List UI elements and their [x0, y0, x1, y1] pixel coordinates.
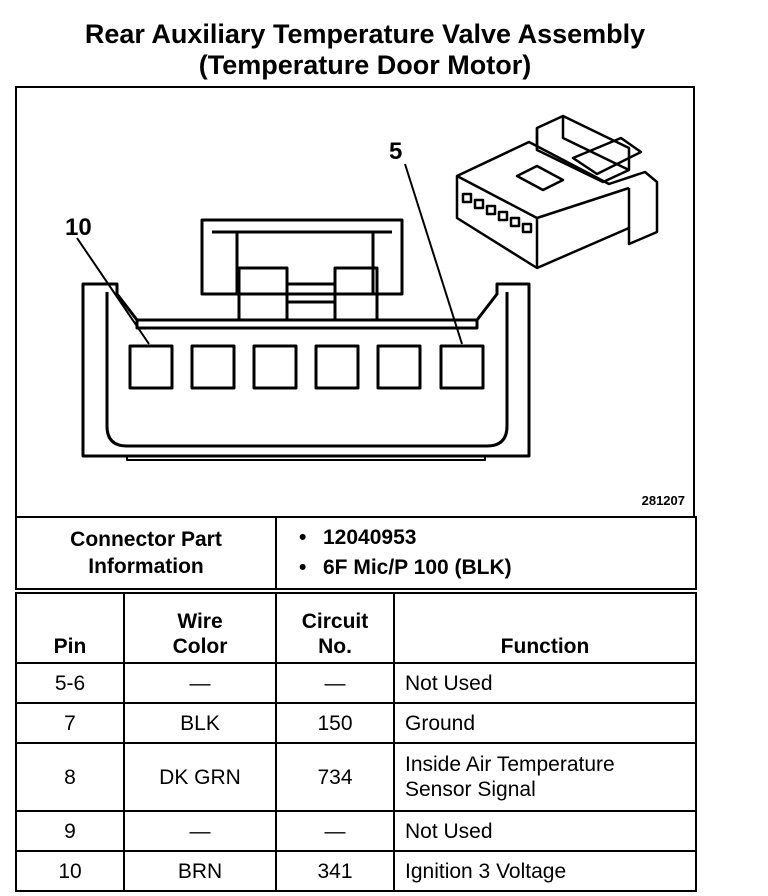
- header-circuit: Circuit No.: [275, 592, 395, 664]
- pin-cavity-6: [376, 344, 422, 390]
- connector-body: [81, 282, 531, 458]
- pin-cavity-9: [190, 344, 236, 390]
- connector-diagram: 10 5 281207: [15, 86, 695, 518]
- pin-cell: 7: [15, 702, 125, 744]
- wire-color-cell: BRN: [123, 850, 277, 892]
- function-cell: Inside Air Temperature Sensor Signal: [393, 742, 697, 812]
- pin-cavity-10: [128, 344, 174, 390]
- pin-table-header: Pin Wire Color Circuit No. Function: [15, 592, 697, 664]
- pin-cell: 9: [15, 810, 125, 852]
- table-row: 9 — — Not Used: [15, 810, 697, 852]
- pin-cell: 10: [15, 850, 125, 892]
- pin-table: Pin Wire Color Circuit No. Function 5-6 …: [15, 592, 697, 892]
- connector-info-label: Connector Part Information: [15, 516, 277, 590]
- leader-line-5: [404, 163, 463, 345]
- lock-tab: [200, 218, 404, 296]
- connector-type: •6F Mic/P 100 (BLK): [299, 556, 512, 579]
- pin-cell: 8: [15, 742, 125, 812]
- header-pin: Pin: [15, 592, 125, 664]
- pin-cavity-7: [314, 344, 360, 390]
- table-row: 10 BRN 341 Ignition 3 Voltage: [15, 850, 697, 892]
- page-title: Rear Auxiliary Temperature Valve Assembl…: [84, 19, 646, 49]
- connector-isometric-icon: [455, 114, 659, 270]
- page-subtitle: (Temperature Door Motor): [198, 50, 532, 80]
- function-cell: Not Used: [393, 810, 697, 852]
- connector-part-info: Connector Part Information •12040953 •6F…: [15, 516, 697, 590]
- connector-drawing: [76, 114, 659, 461]
- leader-line-10: [76, 237, 150, 345]
- circuit-cell: 150: [275, 702, 395, 744]
- figure-id: 281207: [641, 493, 685, 508]
- table-row: 5-6 — — Not Used: [15, 662, 697, 704]
- pin-cavity-8: [252, 344, 298, 390]
- wire-color-cell: —: [123, 662, 277, 704]
- function-cell: Ignition 3 Voltage: [393, 850, 697, 892]
- circuit-cell: 341: [275, 850, 395, 892]
- pin-cell: 5-6: [15, 662, 125, 704]
- header-function: Function: [393, 592, 697, 664]
- pin-label-10: 10: [65, 214, 92, 241]
- header-wire-color: Wire Color: [123, 592, 277, 664]
- pin-label-5: 5: [389, 138, 403, 165]
- function-cell: Ground: [393, 702, 697, 744]
- function-cell: Not Used: [393, 662, 697, 704]
- connector-part-number: •12040953: [299, 526, 417, 549]
- connector-info-values: •12040953 •6F Mic/P 100 (BLK): [275, 516, 697, 590]
- circuit-cell: 734: [275, 742, 395, 812]
- wire-color-cell: —: [123, 810, 277, 852]
- circuit-cell: —: [275, 810, 395, 852]
- wire-color-cell: DK GRN: [123, 742, 277, 812]
- table-row: 7 BLK 150 Ground: [15, 702, 697, 744]
- wire-color-cell: BLK: [123, 702, 277, 744]
- pin-cavity-5: [439, 344, 485, 390]
- table-row: 8 DK GRN 734 Inside Air Temperature Sens…: [15, 742, 697, 812]
- circuit-cell: —: [275, 662, 395, 704]
